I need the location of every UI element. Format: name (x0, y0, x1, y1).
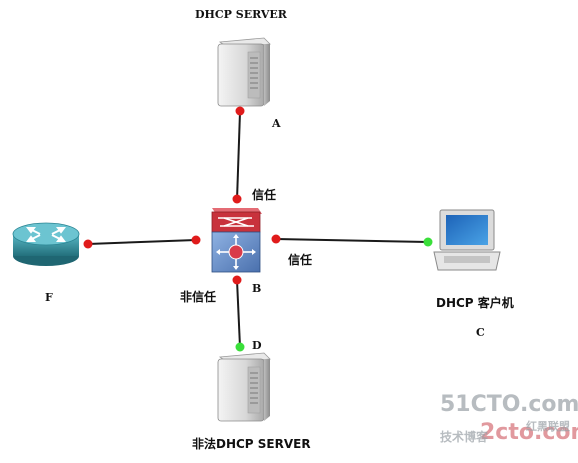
rogue-server-title: 非法DHCP SERVER (192, 437, 311, 451)
link-router-switch (87, 239, 197, 245)
link-server-a-switch (236, 111, 241, 201)
node-d-label: D (252, 339, 262, 352)
trusted-label-right: 信任 (288, 253, 313, 267)
port-dot-switch-left (191, 235, 201, 245)
dhcp-server-a-icon (217, 37, 271, 107)
watermark-main: 51CTO.com (440, 392, 578, 417)
untrusted-label: 非信任 (180, 290, 217, 304)
port-dot-client (423, 237, 433, 247)
router-icon (12, 222, 80, 266)
port-dot-switch-top (232, 194, 242, 204)
port-dot-server-a (235, 106, 245, 116)
link-switch-rogue-server (236, 279, 241, 348)
link-switch-client (275, 238, 429, 243)
port-dot-rogue-server (235, 342, 245, 352)
node-f-label: F (45, 291, 53, 304)
trusted-label-top: 信任 (252, 188, 277, 202)
node-a-label: A (272, 117, 281, 130)
server-a-title: DHCP SERVER (195, 8, 287, 21)
client-title: DHCP 客户机 (436, 296, 514, 310)
layer3-switch-icon (211, 208, 262, 273)
port-dot-switch-right (271, 234, 281, 244)
rogue-dhcp-server-icon (217, 352, 271, 422)
dhcp-client-laptop-icon (433, 209, 501, 271)
port-dot-switch-bottom (232, 275, 242, 285)
watermark-small2: 红黑联盟 (526, 420, 570, 433)
watermark-second: 2cto.com (480, 420, 578, 445)
watermark-small: 技术博客 (440, 430, 489, 444)
node-c-label: C (476, 326, 485, 339)
port-dot-router (83, 239, 93, 249)
node-b-label: B (252, 282, 262, 295)
